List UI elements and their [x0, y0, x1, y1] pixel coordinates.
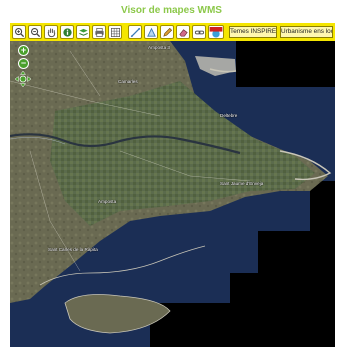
grid-icon — [110, 27, 120, 37]
layers-button[interactable] — [76, 25, 90, 39]
info-query-icon — [62, 27, 72, 37]
temes-inspire-button[interactable]: Temes INSPIRE — [229, 26, 277, 38]
edit-button[interactable] — [160, 25, 174, 39]
place-label-camarles: Camarles — [118, 79, 138, 84]
map-view[interactable]: Amposta 3 Camarles Deltebre Sant Jaume d… — [10, 41, 335, 347]
aerial-imagery — [10, 41, 335, 347]
place-label-deltebre: Deltebre — [220, 113, 238, 118]
nav-zoom-in-button[interactable]: + — [18, 45, 29, 56]
print-button[interactable] — [92, 25, 106, 39]
layers-icon — [78, 28, 88, 36]
measure-line-icon — [130, 27, 140, 37]
app-title: Visor de mapes WMS — [121, 5, 222, 16]
zoom-out-tool-button[interactable] — [28, 25, 42, 39]
map-toolbar: Temes INSPIRE Urbanisme ens locals — [10, 23, 335, 42]
place-label-sant-jaume-denveja: Sant Jaume d'Enveja — [220, 181, 264, 186]
gml-button[interactable] — [208, 25, 224, 39]
gml-icon — [209, 26, 223, 38]
eraser-icon — [178, 28, 188, 36]
place-label-amposta-3: Amposta 3 — [148, 45, 170, 50]
pan-hand-icon — [47, 27, 55, 37]
nav-zoom-out-button[interactable]: − — [18, 58, 29, 69]
measure-area-button[interactable] — [144, 25, 158, 39]
edit-pencil-icon — [162, 27, 172, 37]
zoom-out-tool-icon — [30, 27, 40, 37]
pan-tool-button[interactable] — [44, 25, 58, 39]
eraser-button[interactable] — [176, 25, 190, 39]
grid-button[interactable] — [108, 25, 122, 39]
link-icon — [194, 30, 204, 34]
zoom-in-tool-icon — [14, 27, 24, 37]
urbanisme-ens-locals-button[interactable]: Urbanisme ens locals — [280, 26, 333, 38]
measure-area-icon — [146, 27, 156, 37]
place-label-sant-carles-de-la-rapita: Sant Carles de la Ràpita — [48, 247, 98, 252]
print-icon — [94, 27, 104, 37]
place-label-amposta: Amposta — [98, 199, 117, 204]
link-button[interactable] — [192, 25, 206, 39]
pan-arrows-icon[interactable] — [15, 71, 31, 87]
measure-line-button[interactable] — [128, 25, 142, 39]
zoom-in-tool-button[interactable] — [12, 25, 26, 39]
info-query-button[interactable] — [60, 25, 74, 39]
